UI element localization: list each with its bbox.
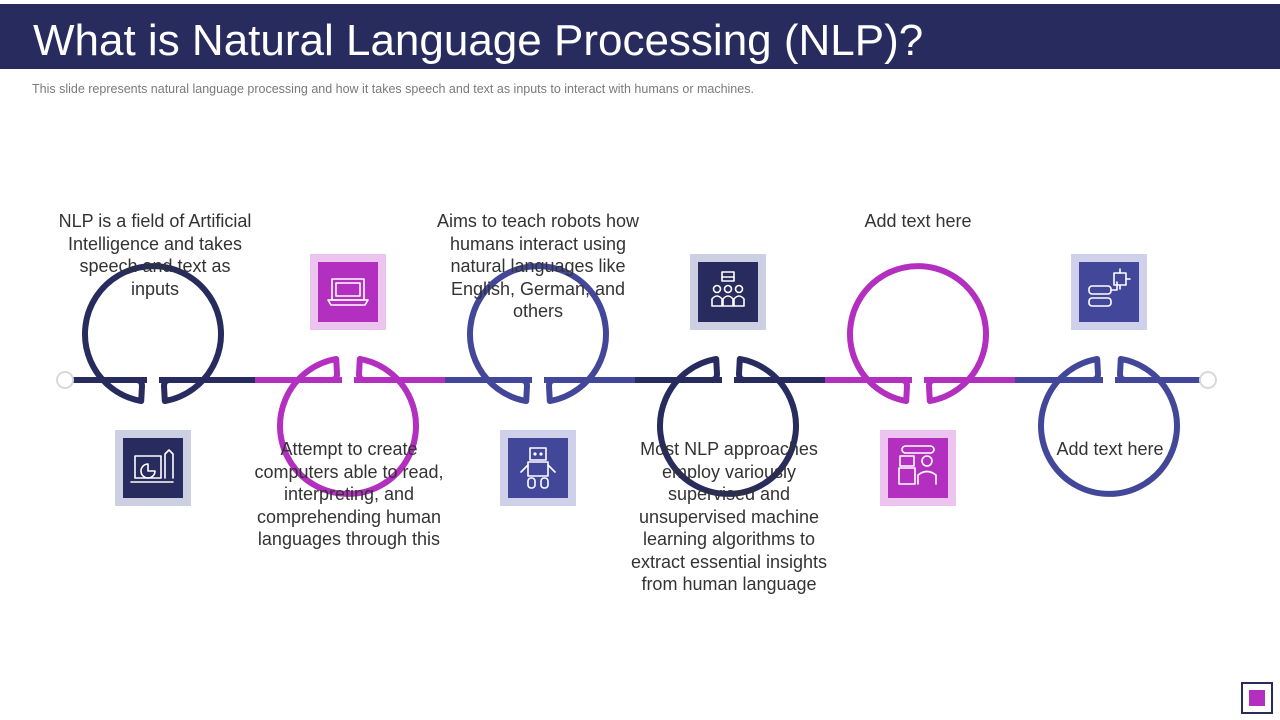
- text-top-3: Add text here: [864, 211, 972, 231]
- timeline-start-dot: [56, 371, 74, 389]
- human-robot-interaction-icon: [880, 430, 956, 506]
- text-bottom-3: Add text here: [1056, 439, 1164, 459]
- laptop-icon: [310, 254, 386, 330]
- text-top-2: Aims to teach robots how humans interact…: [436, 211, 640, 321]
- timeline-loop: [657, 355, 799, 497]
- timeline-loop: [82, 263, 224, 405]
- title-bar: What is Natural Language Processing (NLP…: [0, 4, 1280, 69]
- text-top-1: NLP is a field of Artificial Intelligenc…: [58, 211, 252, 299]
- presentation-chart-icon: [115, 430, 191, 506]
- timeline-loop: [1038, 355, 1180, 497]
- timeline-loop: [847, 263, 989, 405]
- slide-corner-mark: [1241, 682, 1273, 714]
- slide-subtitle: This slide represents natural language p…: [32, 82, 754, 96]
- timeline-end-dot: [1199, 371, 1217, 389]
- corner-mark-fill: [1249, 690, 1265, 706]
- chat-chip-icon: [1071, 254, 1147, 330]
- slide-title: What is Natural Language Processing (NLP…: [33, 16, 924, 65]
- team-meeting-icon: [690, 254, 766, 330]
- timeline-loop: [467, 263, 609, 405]
- timeline-loop: [277, 355, 419, 497]
- text-bottom-1: Attempt to create computers able to read…: [254, 439, 444, 549]
- robot-icon: [500, 430, 576, 506]
- text-bottom-2: Most NLP approaches employ variously sup…: [630, 439, 828, 594]
